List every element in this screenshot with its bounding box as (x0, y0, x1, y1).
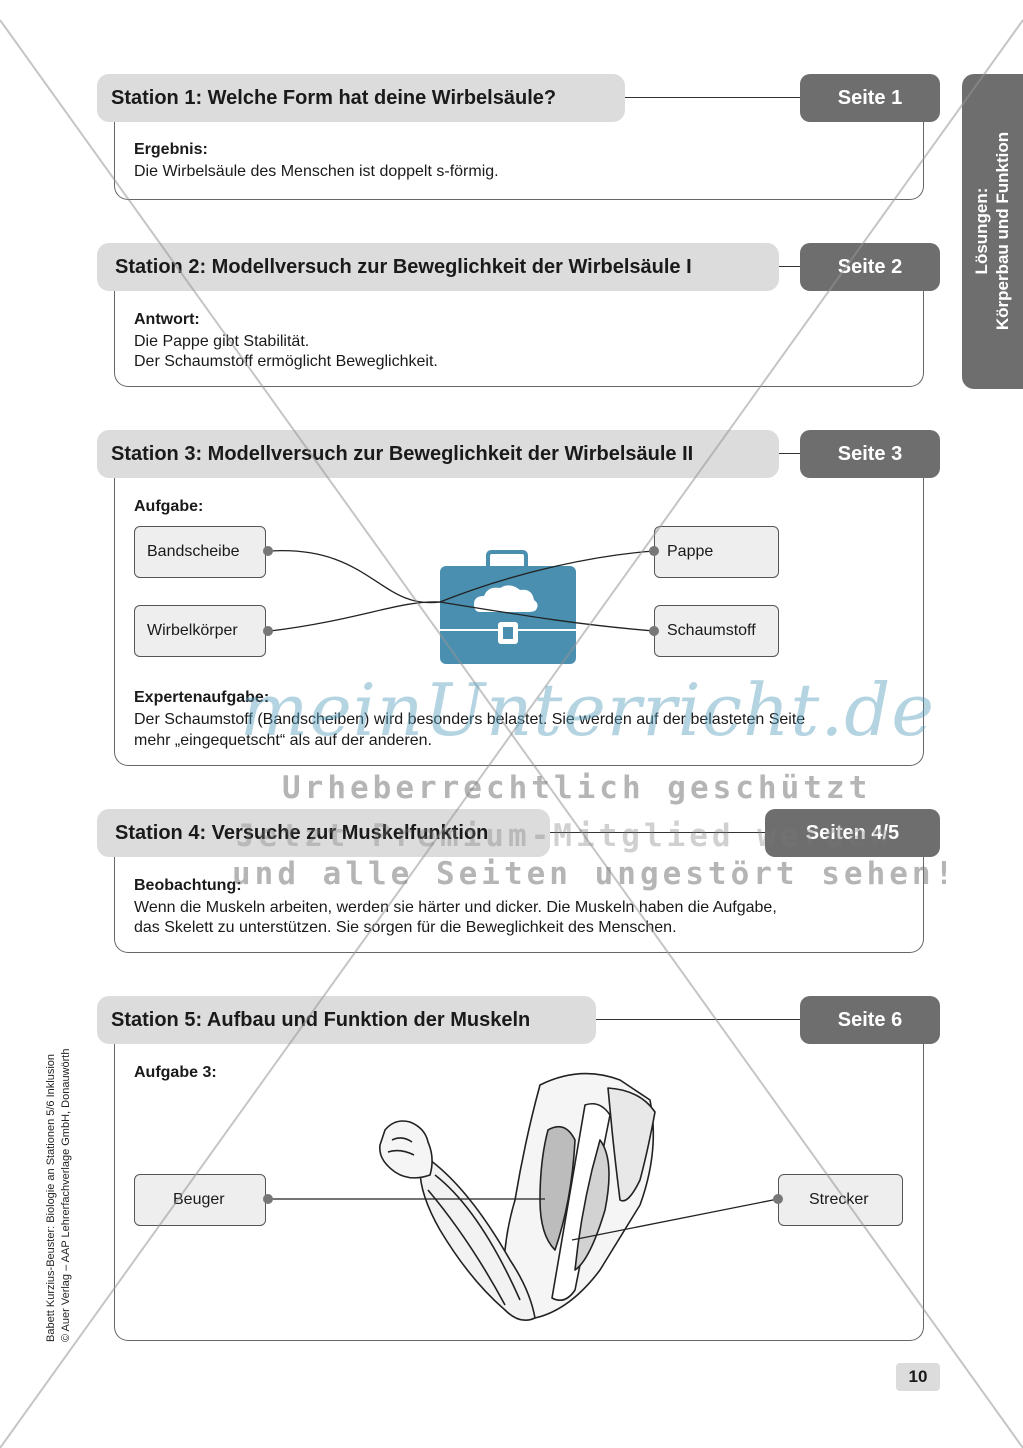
station-2-title: Station 2: Modellversuch zur Beweglichke… (97, 243, 779, 291)
station-4-connector (550, 832, 765, 833)
station-2-line-1: Die Pappe gibt Stabilität. (134, 333, 310, 350)
box-wirbelkoerper: Wirbelkörper (134, 605, 266, 657)
box-strecker: Strecker (778, 1174, 903, 1226)
station-2-connector (779, 266, 800, 267)
station-4-line-2: das Skelett zu unterstützen. Sie sorgen … (134, 919, 677, 936)
station-3-expert-label: Expertenaufgabe: (134, 689, 270, 706)
station-1-line-1: Die Wirbelsäule des Menschen ist doppelt… (134, 163, 499, 180)
box-pappe: Pappe (654, 526, 779, 578)
station-1-label: Ergebnis: (134, 141, 208, 158)
credit-line-1: Babett Kurzius-Beuster: Biologie an Stat… (45, 1053, 57, 1342)
watermark-line-2: Jetzt Premium-Mitglied werden (236, 818, 894, 854)
station-3-expert-line-1: Der Schaumstoff (Bandscheiben) wird beso… (134, 711, 806, 728)
station-5-connector (596, 1019, 800, 1020)
page-number: 10 (896, 1363, 940, 1391)
station-1-title: Station 1: Welche Form hat deine Wirbels… (97, 74, 625, 122)
station-1-page: Seite 1 (800, 74, 940, 122)
station-2-box (114, 291, 924, 387)
side-tab (962, 74, 1023, 389)
station-2-label: Antwort: (134, 311, 200, 328)
station-4-page: Seiten 4/5 (765, 809, 940, 857)
station-4-line-1: Wenn die Muskeln arbeiten, werden sie hä… (134, 899, 777, 916)
station-3-title: Station 3: Modellversuch zur Beweglichke… (97, 430, 779, 478)
station-3-expert-line-2: mehr „eingequetscht“ als auf der anderen… (134, 732, 432, 749)
station-4-title: Station 4: Versuche zur Muskelfunktion (97, 809, 550, 857)
station-5-title: Station 5: Aufbau und Funktion der Muske… (97, 996, 596, 1044)
watermark-logo: meinUnterricht.de (240, 668, 935, 752)
watermark-line-3: und alle Seiten ungestört sehen! (232, 856, 958, 892)
station-4-box (114, 857, 924, 953)
station-3-page: Seite 3 (800, 430, 940, 478)
box-bandscheibe: Bandscheibe (134, 526, 266, 578)
station-1-connector (625, 97, 800, 98)
station-3-label: Aufgabe: (134, 498, 204, 515)
station-5-box (114, 1044, 924, 1341)
box-schaumstoff: Schaumstoff (654, 605, 779, 657)
credit-line-2: © Auer Verlag – AAP Lehrerfachverlage Gm… (60, 1048, 72, 1342)
station-4-label: Beobachtung: (134, 877, 242, 894)
box-beuger: Beuger (134, 1174, 266, 1226)
station-5-label: Aufgabe 3: (134, 1064, 217, 1081)
station-2-page: Seite 2 (800, 243, 940, 291)
watermark-line-1: Urheberrechtlich geschützt (282, 770, 872, 806)
briefcase-icon (440, 550, 576, 664)
station-3-connector (779, 453, 800, 454)
station-3-box (114, 478, 924, 766)
station-5-page: Seite 6 (800, 996, 940, 1044)
station-2-line-2: Der Schaumstoff ermöglicht Beweglichkeit… (134, 353, 438, 370)
station-1-box (114, 122, 924, 200)
